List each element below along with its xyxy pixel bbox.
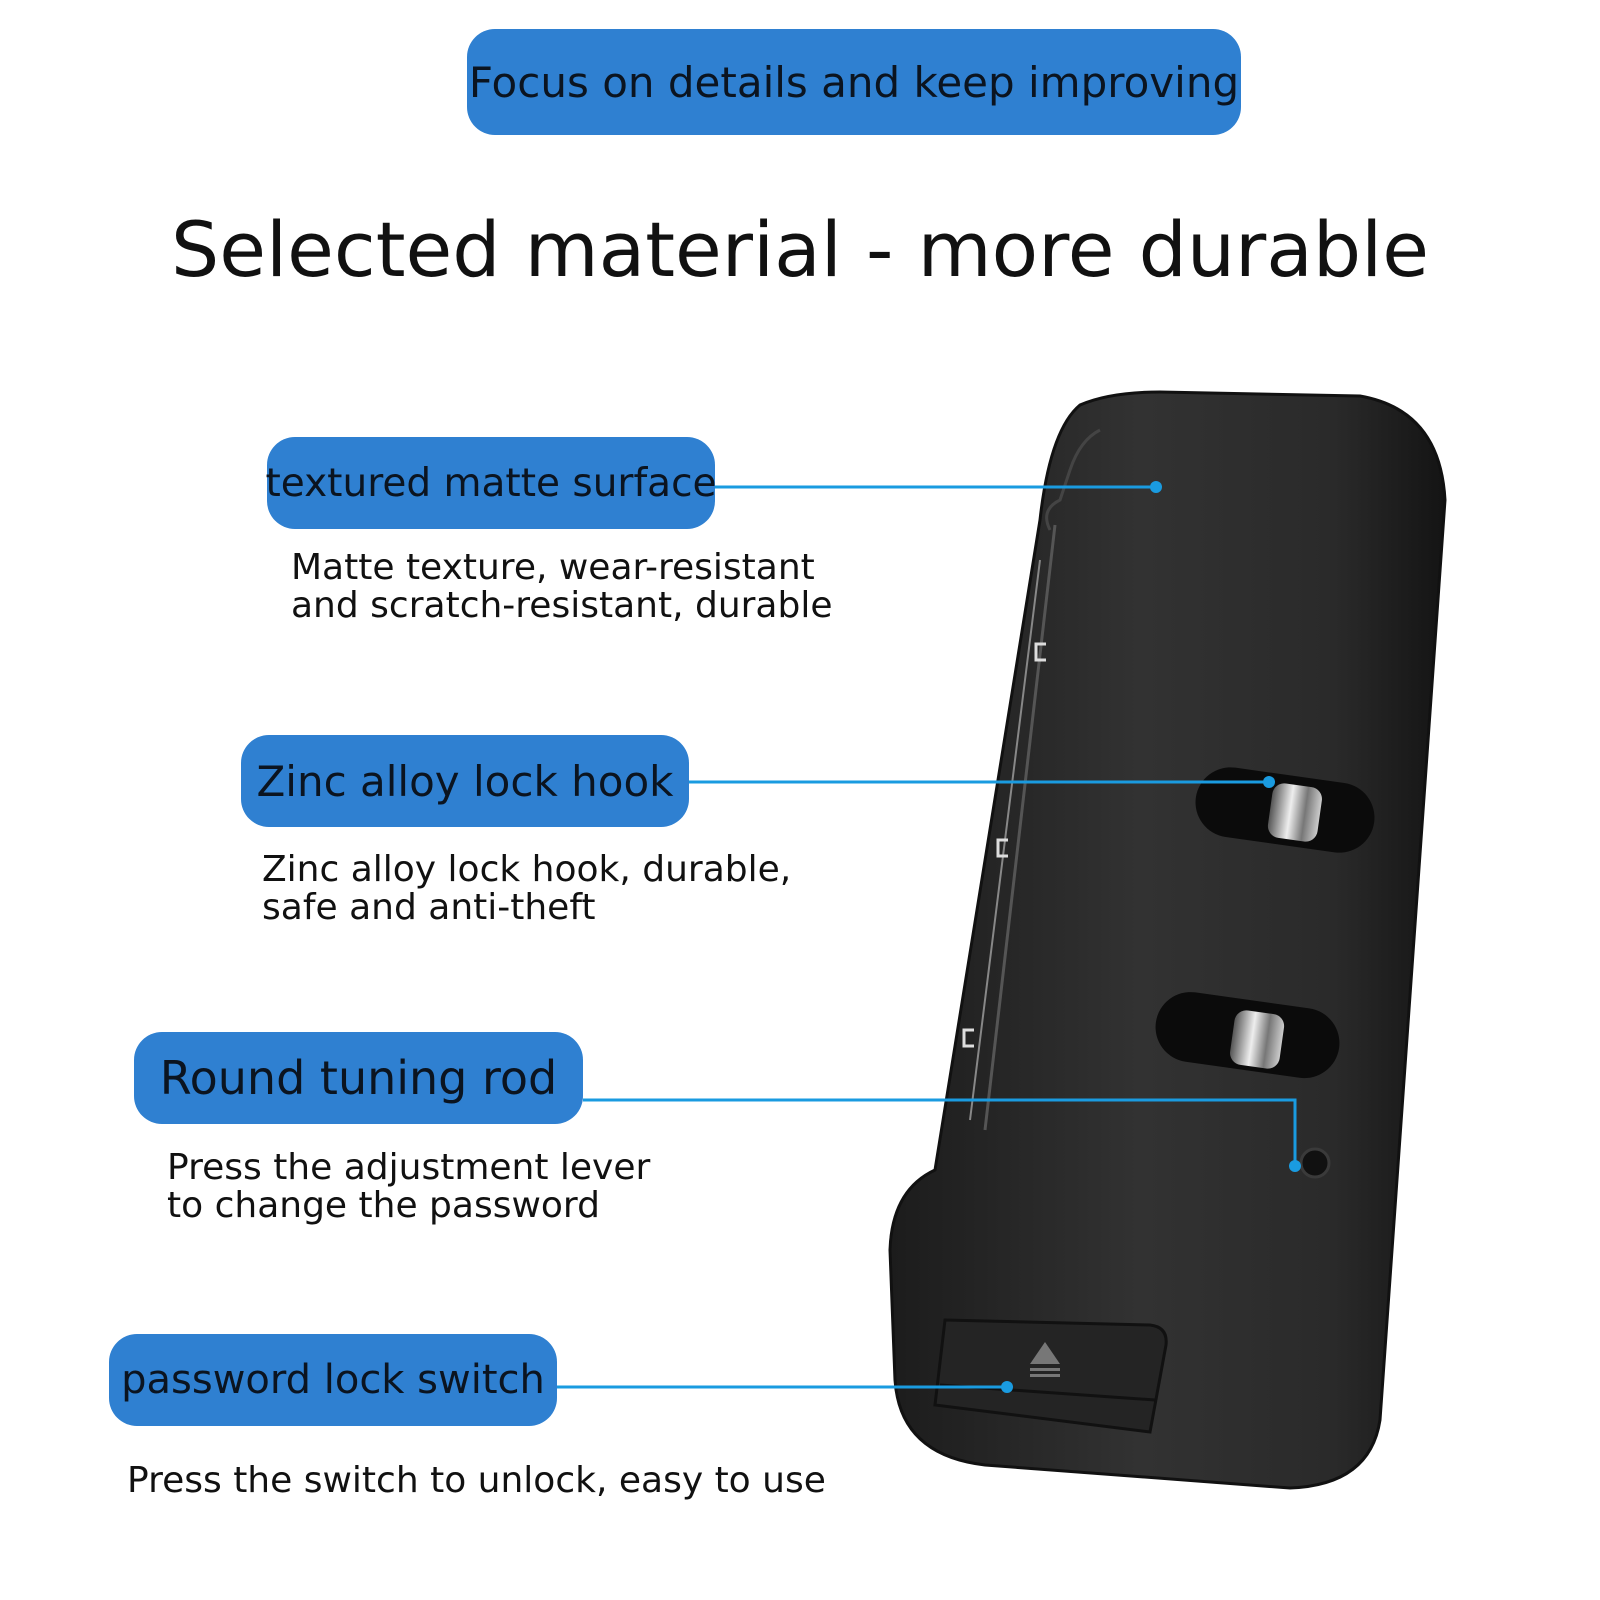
- feature-desc-switch: Press the switch to unlock, easy to use: [127, 1462, 826, 1500]
- feature-label-text: textured matte surface: [265, 460, 717, 506]
- feature-label-hook: Zinc alloy lock hook: [241, 735, 689, 827]
- feature-label-switch: password lock switch: [109, 1334, 557, 1426]
- desc-line: Press the switch to unlock, easy to use: [127, 1460, 826, 1501]
- banner-text: Focus on details and keep improving: [468, 57, 1240, 107]
- leader-lines: [557, 485, 1297, 1389]
- desc-line: Matte texture, wear-resistant: [291, 547, 815, 588]
- leader-dots: [1001, 481, 1301, 1393]
- lock-body: [888, 390, 1447, 1490]
- feature-label-surface: textured matte surface: [265, 437, 717, 529]
- feature-label-rod: Round tuning rod: [134, 1032, 583, 1124]
- desc-line: to change the password: [167, 1185, 600, 1226]
- desc-line: safe and anti-theft: [262, 887, 596, 928]
- desc-line: Zinc alloy lock hook, durable,: [262, 849, 792, 890]
- desc-line: Press the adjustment lever: [167, 1147, 651, 1188]
- eject-arrow-icon: [1030, 1342, 1060, 1377]
- feature-label-text: Zinc alloy lock hook: [256, 756, 674, 806]
- desc-line: and scratch-resistant, durable: [291, 585, 833, 626]
- feature-desc-hook: Zinc alloy lock hook, durable,safe and a…: [262, 851, 791, 927]
- page-title: Selected material - more durable: [171, 205, 1429, 294]
- banner: Focus on details and keep improving: [467, 29, 1241, 135]
- feature-label-text: Round tuning rod: [159, 1051, 558, 1105]
- feature-label-text: password lock switch: [121, 1357, 545, 1403]
